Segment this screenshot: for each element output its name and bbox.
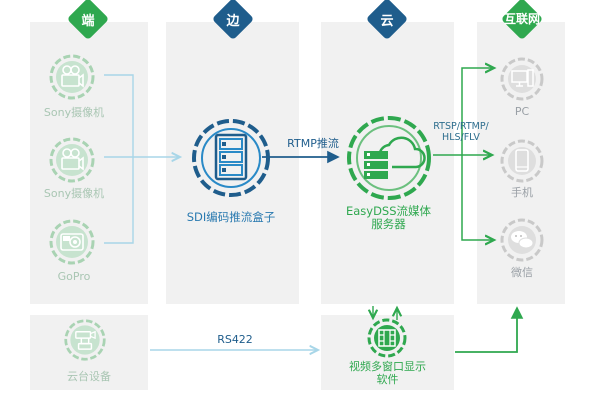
display-software-label: 视频多窗口显示 软件 bbox=[331, 360, 444, 386]
internet-header: 互联网 bbox=[503, 12, 540, 26]
ptz-device-icon bbox=[63, 318, 107, 366]
camera-1-label: Sony摄像机 bbox=[43, 106, 105, 119]
rtsp-label: RTSP/RTMP/ HLS/FLV bbox=[426, 121, 496, 143]
edge-device-header: 端 bbox=[81, 14, 95, 29]
rtsp-label-line2: HLS/FLV bbox=[442, 132, 480, 143]
wechat-label: 微信 bbox=[511, 266, 533, 279]
easydss-server-label-line1: EasyDSS流媒体 bbox=[345, 204, 432, 218]
server-display-exchange-arrows bbox=[373, 306, 397, 320]
camera-2-icon bbox=[48, 136, 96, 188]
camera-1-icon bbox=[48, 53, 96, 105]
gopro-label: GoPro bbox=[57, 270, 91, 283]
display-to-internet-line bbox=[455, 306, 524, 353]
cloud-header: 云 bbox=[380, 14, 394, 29]
pc-label: PC bbox=[514, 105, 530, 118]
rtsp-label-line1: RTSP/RTMP/ bbox=[433, 121, 489, 132]
display-software-label-line2: 软件 bbox=[376, 373, 399, 386]
gopro-icon bbox=[48, 218, 96, 270]
rs422-label: RS422 bbox=[217, 333, 253, 346]
ptz-device-label: 云台设备 bbox=[67, 370, 111, 383]
sdi-box-icon bbox=[191, 118, 271, 202]
easydss-server-icon bbox=[346, 115, 432, 205]
pc-icon bbox=[500, 57, 544, 105]
display-software-icon bbox=[367, 318, 407, 362]
phone-label: 手机 bbox=[511, 186, 533, 199]
server-to-clients-lines bbox=[433, 68, 494, 240]
edge-header: 边 bbox=[226, 14, 240, 29]
rtmp-label: RTMP推流 bbox=[287, 137, 339, 150]
easydss-server-label-line2: 服务器 bbox=[371, 217, 406, 231]
easydss-server-label: EasyDSS流媒体 服务器 bbox=[331, 205, 446, 231]
camera-2-label: Sony摄像机 bbox=[43, 187, 105, 200]
wechat-icon bbox=[500, 218, 544, 266]
camera-to-box-lines bbox=[104, 74, 180, 244]
edge-device-panel bbox=[30, 22, 148, 304]
phone-icon bbox=[500, 139, 544, 187]
display-software-label-line1: 视频多窗口显示 bbox=[349, 360, 426, 373]
sdi-box-label: SDI编码推流盒子 bbox=[186, 210, 276, 224]
